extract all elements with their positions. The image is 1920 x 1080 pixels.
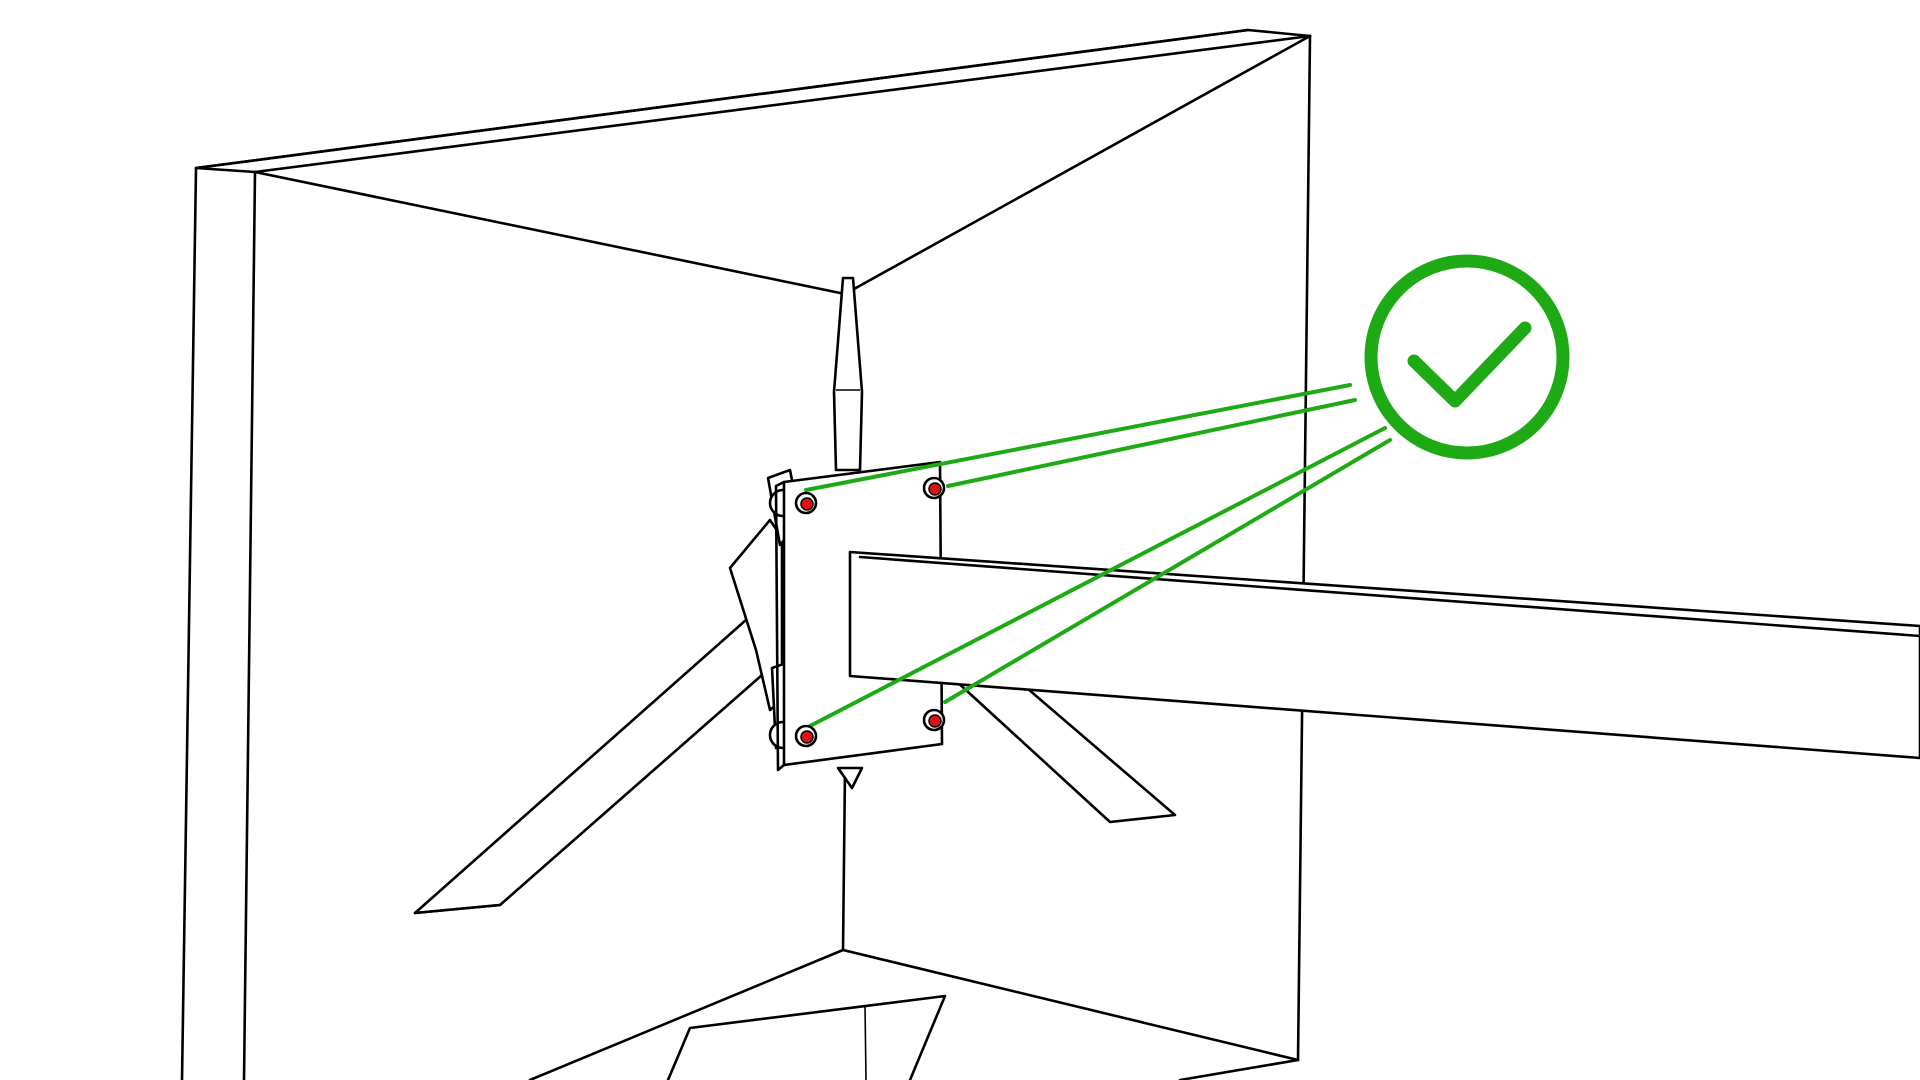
screw-top-left (800, 497, 814, 511)
screwdriver (832, 276, 864, 790)
callout-line-top-right (946, 398, 1357, 488)
callout-lines (804, 383, 1392, 728)
screws (794, 476, 946, 748)
callout-line-bottom-left (808, 426, 1387, 728)
screw-bottom-right (928, 714, 942, 728)
monitor-outline (180, 28, 1312, 1080)
callout-line-bottom-right (943, 438, 1392, 704)
callout-line-top-left (804, 383, 1352, 492)
check-circle-icon (1364, 254, 1570, 460)
monitor-arm (848, 550, 1920, 760)
screw-bottom-left (800, 730, 814, 744)
screw-top-right (928, 482, 942, 496)
